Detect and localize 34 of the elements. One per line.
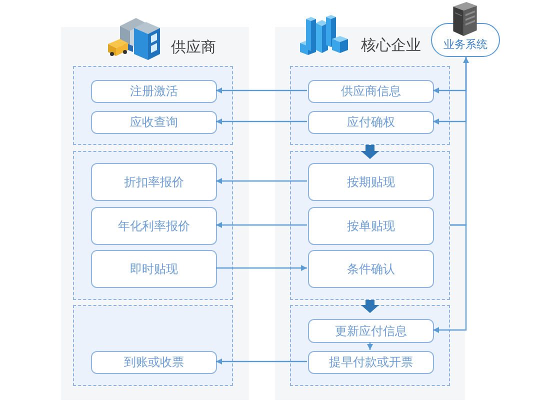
connector-arrow: [216, 118, 307, 124]
process-box: 折扣率报价: [91, 163, 217, 201]
process-box: 更新应付信息: [308, 319, 434, 343]
connector-arrow: [433, 57, 467, 124]
connector-arrow: [216, 178, 307, 184]
dashed-group: [73, 151, 233, 300]
block-arrow: [361, 300, 379, 313]
process-box: 提早付款或开票: [308, 351, 434, 374]
dashed-group: [73, 66, 233, 145]
process-box: 供应商信息: [308, 80, 434, 103]
connector-arrow: [216, 88, 307, 94]
process-box: 应付确权: [308, 111, 434, 134]
connector-arrow: [216, 265, 307, 271]
column-heading: 核心企业: [361, 36, 421, 56]
process-box: 应收查询: [91, 111, 217, 134]
column-panel: [61, 27, 249, 400]
process-box: 即时贴现: [91, 250, 217, 288]
process-box: 年化利率报价: [91, 207, 217, 245]
process-box: 条件确认: [308, 250, 434, 288]
dashed-group: [290, 305, 450, 386]
dashed-group: [290, 151, 450, 300]
connector-arrow: [216, 358, 307, 364]
column-panel: [275, 27, 465, 400]
dashed-group: [290, 66, 450, 145]
dashed-group: [73, 305, 233, 386]
process-box: 按期贴现: [308, 163, 434, 201]
block-arrow: [361, 145, 379, 159]
process-box: 注册激活: [91, 80, 217, 103]
process-box: 按单贴现: [308, 207, 434, 245]
column-heading: 供应商: [171, 38, 216, 58]
process-box: 到账或收票: [91, 351, 217, 374]
connector-arrow: [433, 224, 467, 333]
connector-arrow: [367, 342, 373, 350]
connector-arrow: [216, 222, 307, 228]
